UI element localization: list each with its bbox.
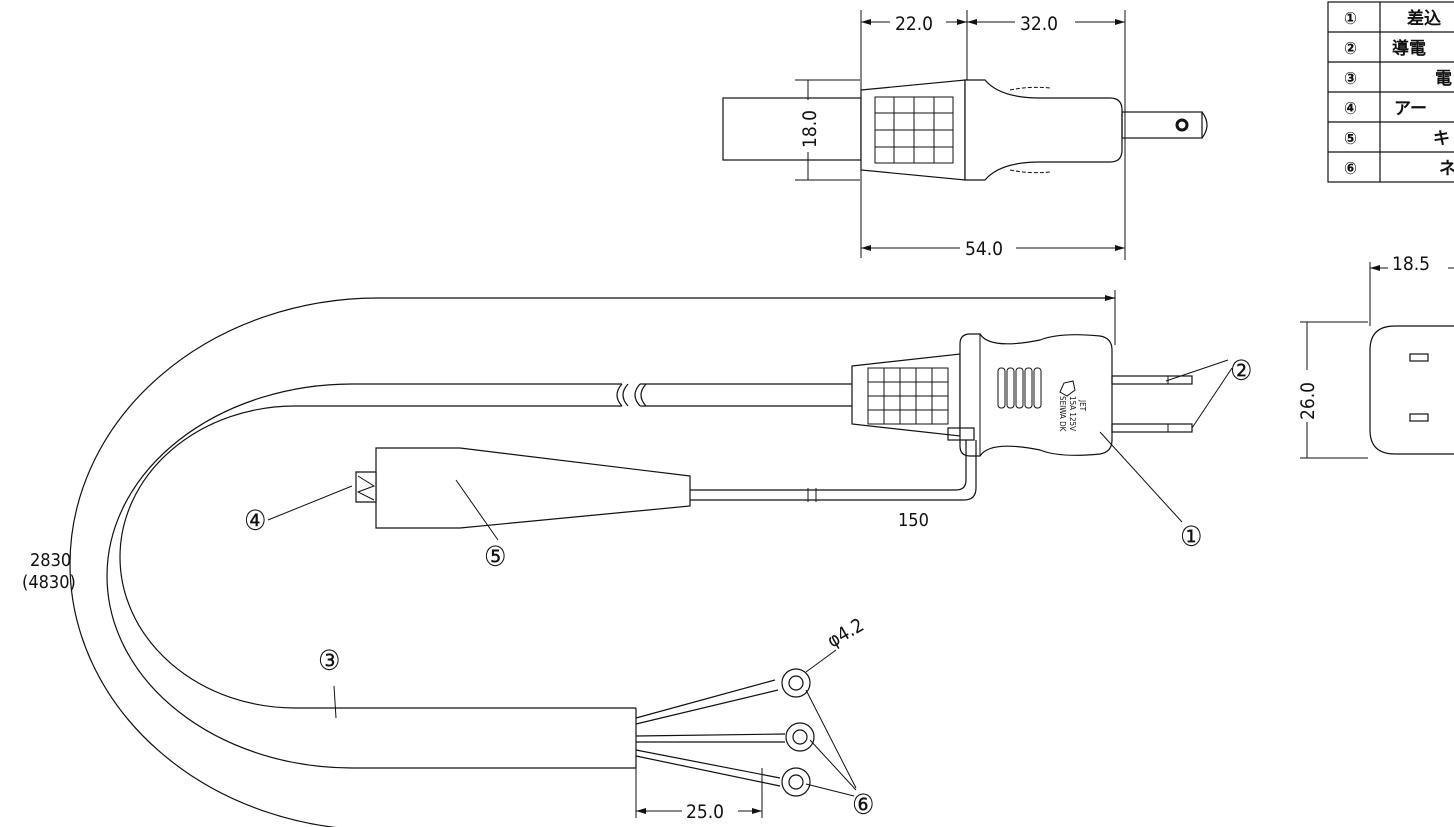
table-row-1-name: 差込	[1407, 8, 1441, 29]
callout-2: ②	[1230, 354, 1253, 387]
dim-plug-left: 22.0	[895, 13, 933, 35]
ring-terminals	[635, 649, 837, 797]
table-row-6-name: ネ	[1439, 159, 1454, 179]
main-cord	[69, 290, 1116, 827]
callout-5: ⑤	[484, 540, 507, 573]
plug-face-view	[1300, 262, 1454, 459]
table-row-2-name: 導電	[1392, 38, 1426, 59]
table-row-2-no: ②	[1344, 39, 1357, 59]
dim-plug-total: 54.0	[965, 238, 1003, 260]
dim-face-height: 26.0	[1297, 382, 1319, 420]
dim-ring-diameter: φ4.2	[824, 614, 868, 652]
plug-marking-rating: 15A 125V	[1068, 396, 1077, 431]
callout-6: ⑥	[852, 788, 875, 821]
dim-plug-right: 32.0	[1020, 13, 1058, 35]
dim-face-width: 18.5	[1392, 253, 1430, 275]
plug-marking-jet: JET	[1078, 399, 1087, 412]
table-row-3-name: 電	[1435, 69, 1452, 89]
dim-plug-height: 18.0	[799, 110, 821, 148]
table-row-1-no: ①	[1344, 9, 1357, 29]
table-row-6-no: ⑥	[1344, 159, 1357, 179]
dim-cord-length-alt: (4830)	[22, 572, 76, 593]
table-row-4-no: ④	[1344, 99, 1357, 119]
main-plug: JET 15A 125V SEIWA DK	[851, 333, 1193, 457]
plug-side-view	[722, 79, 1208, 181]
table-row-3-no: ③	[1344, 69, 1357, 89]
callout-4: ④	[244, 504, 267, 537]
table-row-5-name: キ	[1433, 129, 1450, 149]
table-row-4-name: アー	[1394, 99, 1427, 119]
plug-marking-maker: SEIWA DK	[1058, 396, 1067, 432]
earth-lead	[355, 440, 977, 529]
table-row-5-no: ⑤	[1344, 129, 1357, 149]
leader-lines	[267, 359, 1233, 797]
callout-1: ①	[1180, 520, 1203, 553]
callout-3: ③	[318, 644, 341, 677]
dim-cord-length: 2830	[30, 550, 71, 571]
dim-strip-length: 25.0	[686, 801, 724, 823]
parts-table: ① 差込 ② 導電 ③ 電 ④ アー ⑤ キ ⑥ ネ	[1327, 1, 1454, 183]
dim-lead-length: 150	[898, 510, 929, 531]
